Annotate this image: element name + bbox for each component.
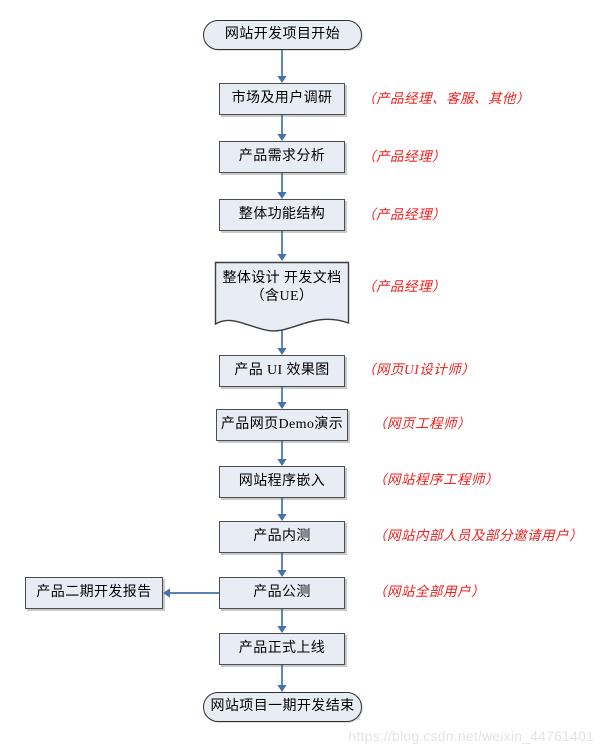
node-label-internal-test: 产品内测 [253, 529, 311, 545]
node-program-embed[interactable]: 网站程序嵌入 [219, 466, 345, 498]
annot-internal-test: （网站内部人员及部分邀请用户） [373, 528, 583, 543]
node-label-function-structure: 整体功能结构 [238, 207, 326, 223]
annot-web-demo: （网页工程师） [373, 416, 471, 431]
node-end[interactable]: 网站项目一期开发结束 [203, 692, 362, 722]
edge-beta-to-report [163, 588, 219, 598]
annot-design-doc: （产品经理） [362, 279, 446, 294]
node-phase2-report[interactable]: 产品二期开发报告 [25, 577, 163, 609]
node-market-research[interactable]: 市场及用户调研 [219, 83, 345, 115]
node-public-beta[interactable]: 产品公测 [219, 577, 345, 609]
edge-demo-to-embed [277, 441, 287, 466]
document-shape-icon [214, 261, 350, 332]
node-web-demo[interactable]: 产品网页Demo演示 [216, 409, 348, 441]
node-label-phase2-report: 产品二期开发报告 [36, 585, 152, 601]
annot-program-embed: （网站程序工程师） [373, 472, 499, 487]
watermark-text: https://blog.csdn.net/weixin_44761401 [348, 728, 594, 744]
node-design-doc[interactable]: 整体设计 开发文档 （含UE） [214, 261, 350, 333]
annot-market-research: （产品经理、客服、其他） [362, 91, 530, 106]
edge-structure-to-doc [277, 231, 287, 261]
edge-launch-to-end [277, 665, 287, 692]
edge-ui-to-demo [277, 387, 287, 409]
edge-beta-to-launch [277, 609, 287, 633]
node-label-web-demo: 产品网页Demo演示 [220, 417, 344, 433]
annot-ui-mockup: （网页UI设计师） [362, 362, 476, 377]
edge-requirement-to-structure [277, 173, 287, 199]
node-function-structure[interactable]: 整体功能结构 [219, 199, 345, 231]
node-label-market-research: 市场及用户调研 [231, 91, 333, 107]
annot-function-structure: （产品经理） [362, 207, 446, 222]
edge-embed-to-internal [277, 498, 287, 521]
node-label-program-embed: 网站程序嵌入 [238, 474, 326, 490]
edge-market-to-requirement [277, 115, 287, 141]
annot-requirement-analysis: （产品经理） [362, 149, 446, 164]
node-label-ui-mockup: 产品 UI 效果图 [234, 363, 330, 379]
node-label-start: 网站开发项目开始 [224, 27, 341, 43]
node-label-requirement-analysis: 产品需求分析 [238, 149, 326, 165]
node-start[interactable]: 网站开发项目开始 [203, 20, 362, 50]
node-label-official-launch: 产品正式上线 [238, 641, 326, 657]
node-official-launch[interactable]: 产品正式上线 [219, 633, 345, 665]
node-label-end: 网站项目一期开发结束 [210, 699, 355, 715]
node-requirement-analysis[interactable]: 产品需求分析 [219, 141, 345, 173]
node-ui-mockup[interactable]: 产品 UI 效果图 [219, 355, 345, 387]
annot-public-beta: （网站全部用户） [373, 584, 485, 599]
edge-internal-to-beta [277, 553, 287, 577]
node-label-public-beta: 产品公测 [253, 585, 311, 601]
node-label-design-doc: 整体设计 开发文档 （含UE） [222, 271, 342, 304]
edge-start-to-market [277, 50, 287, 83]
node-internal-test[interactable]: 产品内测 [219, 521, 345, 553]
